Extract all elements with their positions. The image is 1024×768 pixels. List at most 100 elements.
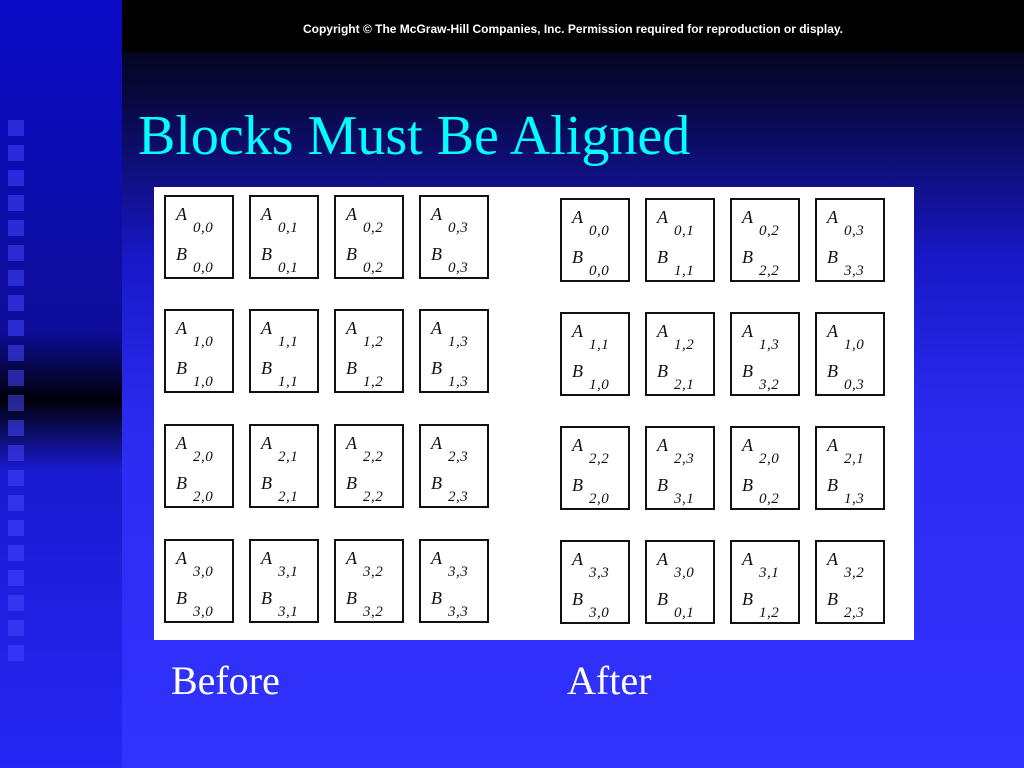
block-subscript-a: 3,1 [759,565,780,581]
block-label-a: A [261,433,272,453]
block-label-a: A [431,204,442,224]
block-subscript-b: 1,2 [363,374,384,390]
block-label-b: B [346,244,357,264]
block-subscript-a: 1,2 [674,337,695,353]
block-label-b: B [657,361,668,381]
block-label-a: A [827,321,838,341]
block-label-a: A [827,549,838,569]
block-label-a: A [742,435,753,455]
block-subscript-a: 0,2 [759,223,780,239]
decorative-square [8,495,24,511]
block-label-a: A [742,549,753,569]
block-label-b: B [431,358,442,378]
block-label-b: B [176,358,187,378]
block-subscript-b: 2,3 [448,489,469,505]
block-subscript-b: 3,3 [448,604,469,620]
block-subscript-b: 1,1 [278,374,299,390]
block-label-b: B [827,361,838,381]
block-subscript-b: 0,2 [363,260,384,276]
block-subscript-a: 1,3 [448,334,469,350]
block-label-b: B [261,588,272,608]
block-label-a: A [261,548,272,568]
block-subscript-a: 0,2 [363,220,384,236]
block-label-b: B [261,473,272,493]
block-subscript-a: 2,2 [363,449,384,465]
block-label-b: B [742,589,753,609]
decorative-square [8,220,24,236]
block-subscript-b: 3,1 [674,491,695,507]
block-subscript-b: 1,2 [759,605,780,621]
decorative-square [8,245,24,261]
block-label-b: B [261,244,272,264]
block-label-b: B [742,247,753,267]
block-subscript-a: 2,0 [193,449,214,465]
block-subscript-a: 1,2 [363,334,384,350]
decorative-square [8,195,24,211]
block-subscript-b: 2,1 [278,489,299,505]
decorative-square [8,395,24,411]
block-subscript-b: 3,0 [589,605,610,621]
block-subscript-a: 0,1 [278,220,299,236]
block-label-b: B [431,473,442,493]
block-label-b: B [827,247,838,267]
decorative-square [8,445,24,461]
block-subscript-a: 3,1 [278,564,299,580]
decorative-squares [8,120,28,670]
block-label-a: A [176,433,187,453]
block-label-b: B [261,358,272,378]
block-label-b: B [346,358,357,378]
block-label-a: A [346,548,357,568]
block-label-a: A [176,318,187,338]
decorative-square [8,370,24,386]
block-subscript-b: 2,2 [363,489,384,505]
block-subscript-b: 0,0 [193,260,214,276]
block-label-b: B [431,244,442,264]
block-label-a: A [176,204,187,224]
block-label-b: B [572,475,583,495]
decorative-square [8,645,24,661]
block-label-a: A [742,207,753,227]
block-subscript-b: 2,0 [589,491,610,507]
block-subscript-a: 1,1 [278,334,299,350]
block-subscript-a: 2,2 [589,451,610,467]
block-subscript-b: 2,2 [759,263,780,279]
decorative-square [8,545,24,561]
block-label-b: B [346,588,357,608]
block-label-b: B [827,589,838,609]
block-subscript-b: 1,3 [448,374,469,390]
block-label-a: A [431,433,442,453]
decorative-square [8,270,24,286]
block-label-b: B [572,361,583,381]
block-label-a: A [572,321,583,341]
block-label-b: B [572,247,583,267]
block-subscript-a: 1,3 [759,337,780,353]
block-subscript-a: 1,0 [844,337,865,353]
decorative-square [8,145,24,161]
block-subscript-a: 0,1 [674,223,695,239]
block-subscript-a: 3,3 [448,564,469,580]
block-label-b: B [657,589,668,609]
block-subscript-b: 3,3 [844,263,865,279]
block-subscript-a: 2,1 [844,451,865,467]
block-subscript-b: 2,0 [193,489,214,505]
block-subscript-a: 2,0 [759,451,780,467]
block-subscript-b: 0,3 [448,260,469,276]
